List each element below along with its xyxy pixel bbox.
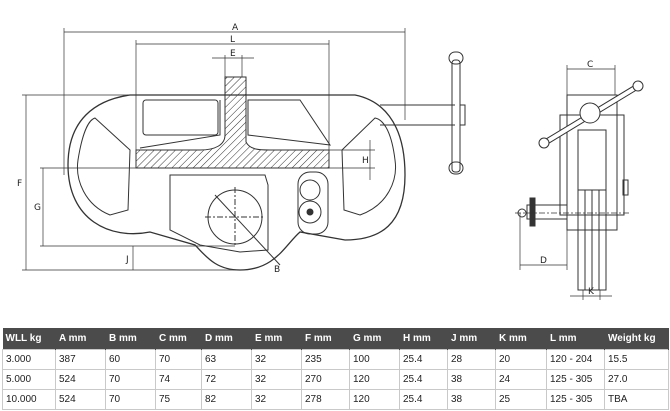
dimension-lines <box>22 28 406 271</box>
table-cell: 82 <box>201 389 252 410</box>
table-cell: 125 - 305 <box>546 389 605 410</box>
dimension-label-l: L <box>230 35 235 45</box>
table-cell: 125 - 305 <box>546 369 605 390</box>
bolt-nut-icon <box>299 179 321 201</box>
table-header-row: WLL kg A mm B mm C mm D mm E mm F mm G m… <box>2 328 669 350</box>
header-b: B mm <box>105 328 156 350</box>
table-cell: 3.000 <box>2 349 56 370</box>
table-cell: 25.4 <box>399 369 448 390</box>
rail-cross-section <box>135 76 330 169</box>
table-cell: 120 <box>349 369 400 390</box>
table-cell: 60 <box>105 349 156 370</box>
header-e: E mm <box>251 328 302 350</box>
dimension-label-h: H <box>362 156 369 166</box>
table-cell: 524 <box>55 389 106 410</box>
header-d: D mm <box>201 328 252 350</box>
table-cell: 25 <box>495 389 547 410</box>
dimension-label-a: A <box>232 23 239 33</box>
header-h: H mm <box>399 328 448 350</box>
table-cell: 75 <box>155 389 202 410</box>
table-cell: 10.000 <box>2 389 56 410</box>
table-cell: 5.000 <box>2 369 56 390</box>
table-cell: 100 <box>349 349 400 370</box>
table-cell: 72 <box>201 369 252 390</box>
dimension-label-e: E <box>230 49 236 59</box>
table-cell: 74 <box>155 369 202 390</box>
table-cell: 32 <box>251 349 302 370</box>
dimension-label-c: C <box>587 60 593 70</box>
dimension-label-g: G <box>34 203 41 213</box>
header-j: J mm <box>447 328 496 350</box>
header-l: L mm <box>546 328 605 350</box>
table-cell: 32 <box>251 369 302 390</box>
table-cell: 38 <box>447 369 496 390</box>
table-cell: 24 <box>495 369 547 390</box>
t-handle-screw <box>380 51 466 175</box>
table-cell: 20 <box>495 349 547 370</box>
table-cell: 25.4 <box>399 349 448 370</box>
table-cell: 524 <box>55 369 106 390</box>
table-cell: 235 <box>301 349 350 370</box>
header-weight: Weight kg <box>604 328 669 350</box>
table-cell: 70 <box>105 369 156 390</box>
table-cell: 25.4 <box>399 389 448 410</box>
table-cell: 270 <box>301 369 350 390</box>
clamp-body-front-view <box>67 94 406 271</box>
table-cell: 15.5 <box>604 349 669 370</box>
dimension-label-b: B <box>274 265 280 275</box>
table-cell: 32 <box>251 389 302 410</box>
table-cell: 28 <box>447 349 496 370</box>
table-cell: 120 - 204 <box>546 349 605 370</box>
table-cell: 120 <box>349 389 400 410</box>
header-g: G mm <box>349 328 400 350</box>
dimension-label-k: K <box>588 287 595 297</box>
table-cell: 27.0 <box>604 369 669 390</box>
table-cell: 38 <box>447 389 496 410</box>
table-cell: 70 <box>105 389 156 410</box>
header-a: A mm <box>55 328 106 350</box>
table-cell: 70 <box>155 349 202 370</box>
clamp-side-view <box>515 65 644 300</box>
table-cell: 278 <box>301 389 350 410</box>
table-cell: TBA <box>604 389 669 410</box>
dimension-label-f: F <box>17 179 22 189</box>
header-wll: WLL kg <box>2 328 56 350</box>
header-k: K mm <box>495 328 547 350</box>
dimension-label-d: D <box>540 256 547 266</box>
locking-bolt-icon <box>298 200 322 224</box>
beam-clamp-technical-drawing: A L E F G J H B C D K <box>17 23 644 300</box>
specifications-table: WLL kg A mm B mm C mm D mm E mm F mm G m… <box>2 328 669 410</box>
header-f: F mm <box>301 328 350 350</box>
table-cell: 387 <box>55 349 106 370</box>
table-cell: 63 <box>201 349 252 370</box>
dimension-label-j: J <box>125 255 129 265</box>
header-c: C mm <box>155 328 202 350</box>
